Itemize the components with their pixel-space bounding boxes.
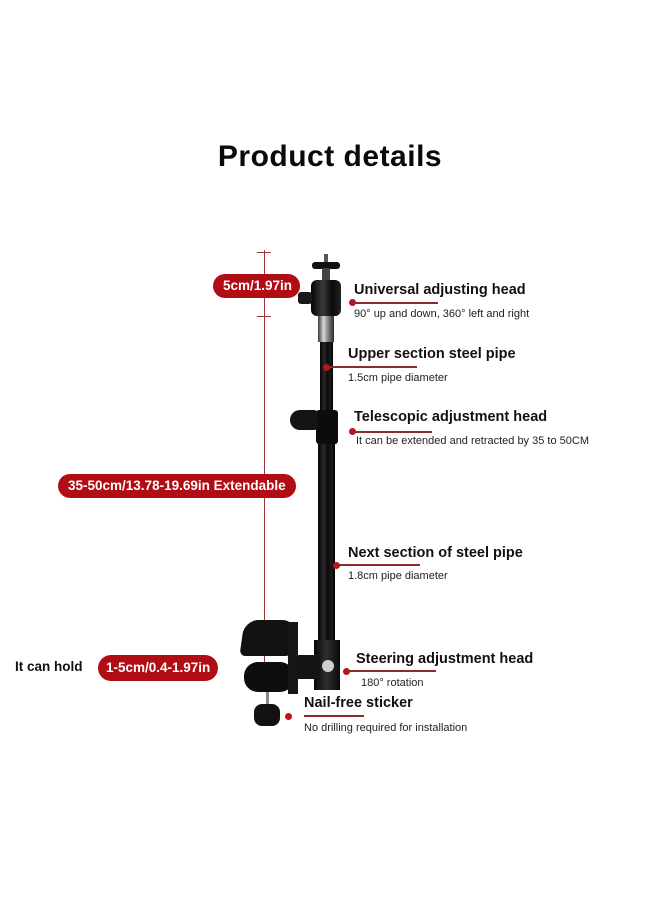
feature-title: Nail-free sticker (304, 695, 413, 711)
feature-desc: 1.8cm pipe diameter (348, 570, 448, 582)
feature-desc: No drilling required for installation (304, 722, 468, 734)
feature-title: Next section of steel pipe (348, 545, 523, 561)
callout-leader (352, 302, 438, 304)
callout-leader (327, 366, 417, 368)
feature-title: Universal adjusting head (354, 282, 526, 298)
feature-title: Telescopic adjustment head (354, 409, 548, 425)
clamp-bottom-jaw (244, 662, 294, 692)
feature-desc: It can be extended and retracted by 35 t… (356, 435, 589, 447)
feature-desc: 1.5cm pipe diameter (348, 372, 448, 384)
feature-desc: 180° rotation (361, 677, 424, 689)
dimension-tick-top (257, 252, 271, 253)
callout-leader (346, 670, 436, 672)
callout-dot (323, 364, 330, 371)
feature-title: Upper section steel pipe (348, 346, 516, 362)
dimension-line (264, 250, 265, 670)
feature-title: Steering adjustment head (356, 651, 534, 667)
page-title: Product details (217, 140, 443, 173)
mount-screw (324, 254, 328, 268)
mount-plate (312, 262, 340, 269)
dimension-tick-mid (257, 316, 271, 317)
callout-dot (285, 713, 292, 720)
lower-pipe (318, 444, 335, 644)
ball-head (311, 280, 341, 316)
telescopic-lever (290, 410, 318, 430)
clamp-knob (254, 704, 280, 726)
hold-range-badge: 1-5cm/0.4-1.97in (98, 655, 219, 681)
clamp-frame (288, 622, 298, 694)
mount-neck (322, 268, 330, 280)
head-height-badge: 5cm/1.97in (213, 274, 301, 298)
clamp-screw (266, 692, 269, 706)
callout-leader (336, 564, 420, 566)
callout-leader (352, 431, 432, 433)
callout-leader (304, 715, 364, 717)
feature-desc: 90° up and down, 360° left and right (354, 308, 530, 320)
upper-pipe (320, 342, 333, 412)
steering-bolt (322, 660, 334, 672)
chrome-joint (318, 316, 334, 342)
hold-label: It can hold (15, 659, 83, 674)
extendable-length-badge: 35-50cm/13.78-19.69in Extendable (58, 474, 296, 498)
ball-head-knob (298, 292, 312, 304)
telescopic-clamp (316, 410, 338, 444)
